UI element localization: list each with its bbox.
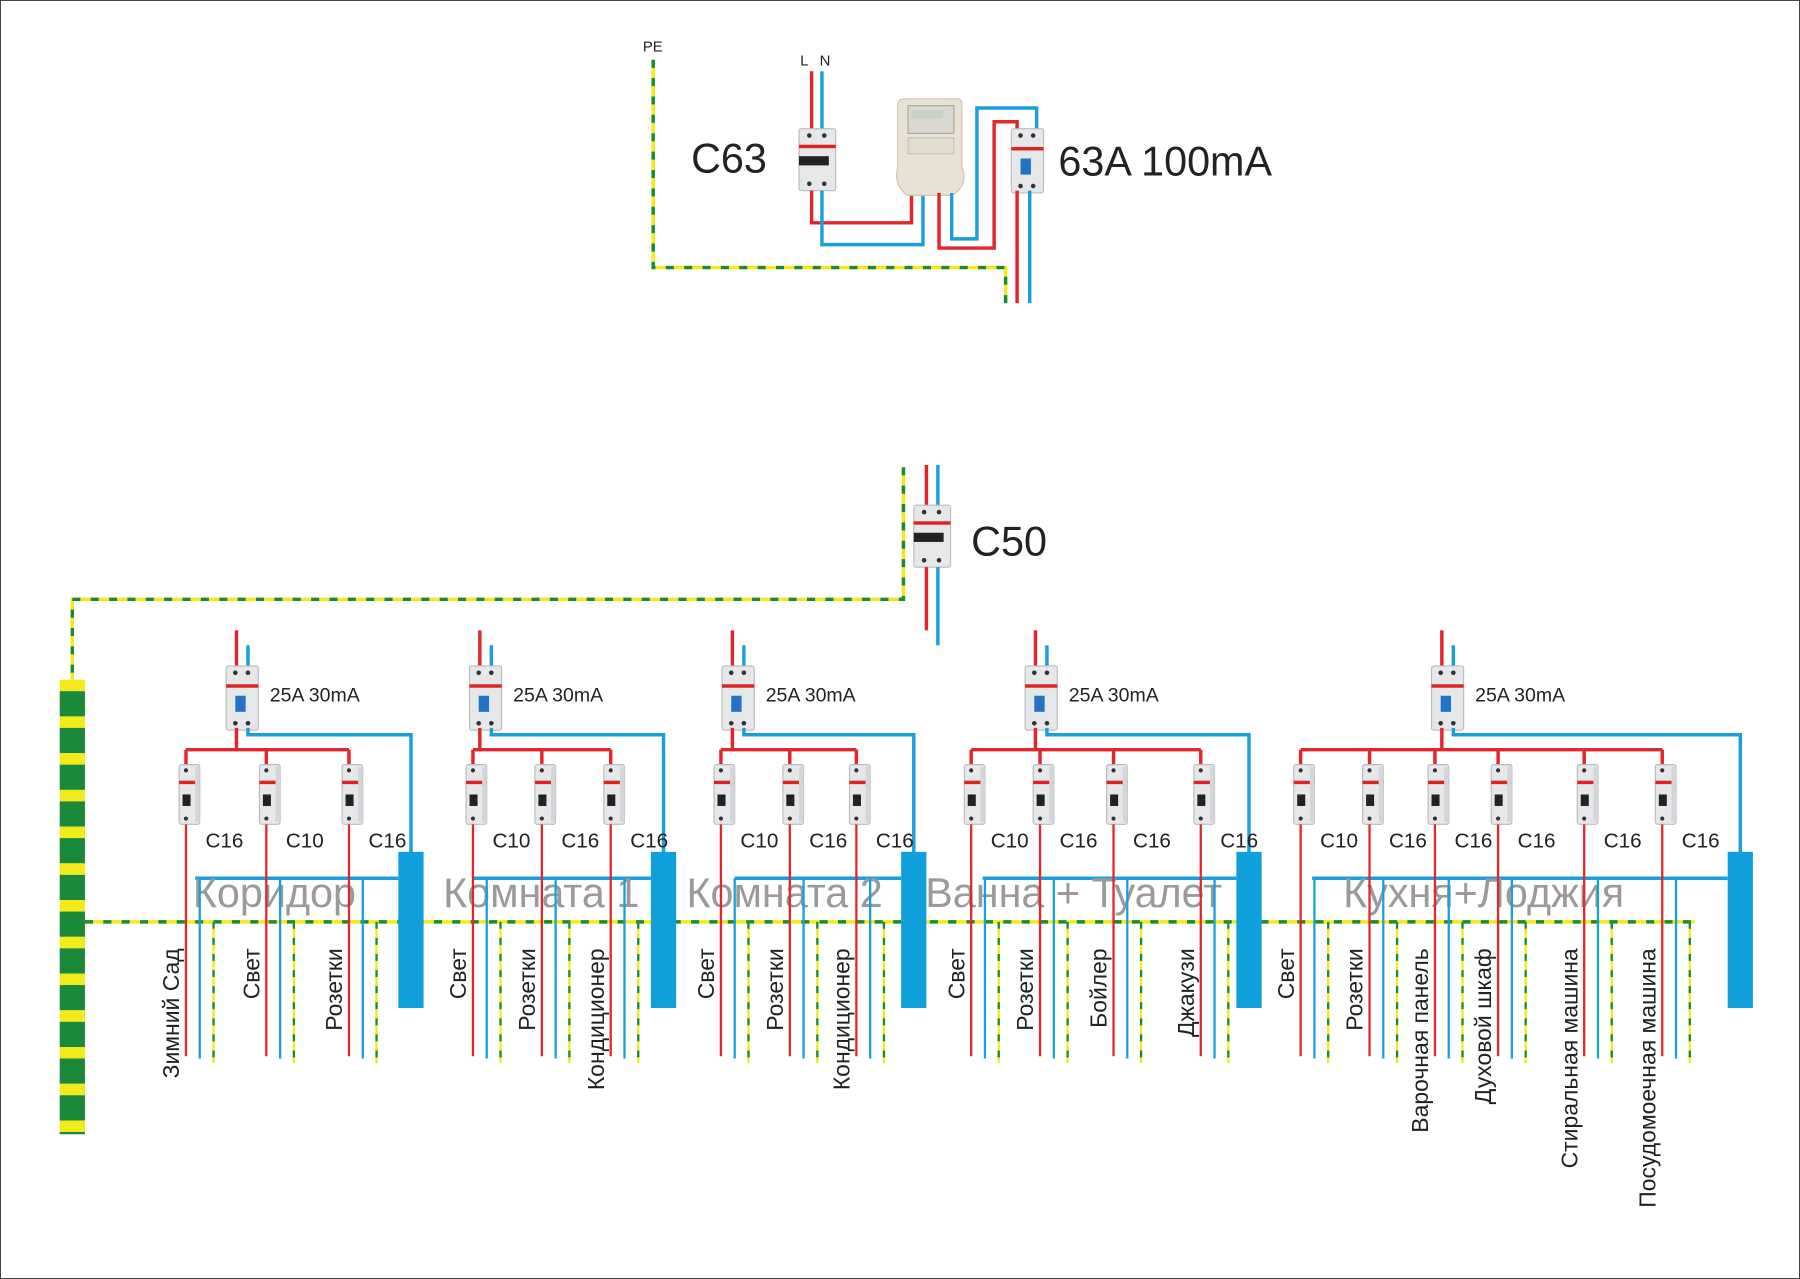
load-label: Кондиционер <box>583 948 609 1090</box>
load-label: Стиральная машина <box>1556 948 1582 1168</box>
load-label: Розетки <box>1012 948 1038 1030</box>
breaker-icon <box>1654 764 1677 825</box>
load-label: Свет <box>445 948 471 999</box>
breaker-icon <box>1427 764 1450 825</box>
rcd-label: 25A 30mA <box>270 684 360 706</box>
neutral-bus-bar <box>398 851 424 1008</box>
main-breaker-c63-label: C63 <box>691 135 767 181</box>
breaker-icon <box>534 764 557 825</box>
breaker-rating: C16 <box>809 829 847 852</box>
breaker-icon <box>1032 764 1055 825</box>
load-label: Бойлер <box>1086 948 1112 1028</box>
load-label: Розетки <box>321 948 347 1030</box>
service-entrance: PE L N C63 63A 100mA <box>643 39 1272 304</box>
breaker-rating: C16 <box>1389 829 1427 852</box>
load-label: Варочная панель <box>1407 948 1433 1132</box>
breaker-icon <box>603 764 626 825</box>
room-label: Ванна + Туалет <box>925 870 1222 916</box>
breaker-rating: C10 <box>991 829 1029 852</box>
breaker-rating: C16 <box>1604 829 1642 852</box>
breaker-rating: C16 <box>561 829 599 852</box>
breaker-rating: C16 <box>630 829 668 852</box>
main-rcd-icon <box>1010 128 1045 194</box>
load-label: Розетки <box>1342 948 1368 1030</box>
breaker-icon <box>713 764 736 825</box>
breaker-icon <box>1362 764 1384 825</box>
breaker-icon <box>848 764 871 825</box>
load-label: Свет <box>238 948 264 999</box>
breaker-rating: C10 <box>740 829 778 852</box>
rcd-icon <box>468 665 503 731</box>
n-label: N <box>820 53 831 70</box>
neutral-bus-bar <box>1727 851 1753 1008</box>
rcd-icon <box>1024 665 1058 731</box>
breaker-icon <box>1576 764 1599 825</box>
breaker-icon <box>782 764 805 825</box>
l-label: L <box>800 53 808 70</box>
breaker-rating: C16 <box>1060 829 1098 852</box>
breaker-icon <box>963 764 986 825</box>
breaker-rating: C10 <box>286 829 324 852</box>
breaker-icon <box>1106 764 1128 825</box>
load-label: Духовой шкаф <box>1470 948 1496 1104</box>
load-label: Посудомоечная машина <box>1634 948 1660 1208</box>
breaker-icon <box>178 764 201 825</box>
main-breaker-c50-label: C50 <box>971 519 1047 565</box>
load-label: Джакузи <box>1173 948 1199 1037</box>
load-label: Свет <box>1273 948 1299 999</box>
breaker-rating: C16 <box>1220 829 1258 852</box>
room-label: Кухня+Лоджия <box>1343 870 1624 916</box>
rcd-label: 25A 30mA <box>513 684 603 706</box>
breaker-rating: C16 <box>1133 829 1171 852</box>
rcd-label: 25A 30mA <box>1069 684 1159 706</box>
breaker-rating: C16 <box>205 829 243 852</box>
rcd-icon <box>1430 665 1465 731</box>
rcd-icon <box>225 665 259 731</box>
breaker-rating: C16 <box>368 829 406 852</box>
pe-wire-input <box>651 59 1008 304</box>
main-breaker-c63-icon <box>798 128 837 192</box>
breaker-rating: C16 <box>1518 829 1556 852</box>
breaker-icon <box>1490 764 1513 825</box>
breaker-icon <box>1193 764 1216 825</box>
pe-label: PE <box>643 39 663 56</box>
pe-ground-bus <box>59 679 85 1135</box>
main-breaker-c50-icon <box>913 504 952 568</box>
load-label: Розетки <box>762 948 788 1030</box>
neutral-bus-bar <box>901 851 927 1008</box>
pe-wire-panel <box>70 467 906 680</box>
neutral-bus-bar <box>650 851 677 1008</box>
rcd-label: 25A 30mA <box>1475 684 1565 706</box>
main-rcd-label: 63A 100mA <box>1058 139 1272 185</box>
room-label: Комната 2 <box>686 870 882 916</box>
load-label: Кондиционер <box>828 948 854 1090</box>
breaker-icon <box>258 764 281 825</box>
breaker-rating: C10 <box>492 829 530 852</box>
load-label: Свет <box>693 948 719 999</box>
breaker-rating: C16 <box>1682 829 1720 852</box>
breaker-rating: C16 <box>876 829 914 852</box>
neutral-bus-bar <box>1236 851 1262 1008</box>
room-label: Коридор <box>193 870 356 916</box>
load-label: Зимний Сад <box>158 948 184 1078</box>
breaker-rating: C10 <box>1320 829 1358 852</box>
load-label: Розетки <box>514 948 540 1030</box>
rcd-icon <box>721 665 755 731</box>
electricity-meter-icon <box>895 98 965 196</box>
breaker-rating: C16 <box>1454 829 1492 852</box>
rcd-label: 25A 30mA <box>766 684 856 706</box>
load-label: Свет <box>943 948 969 999</box>
breaker-icon <box>465 764 488 825</box>
breaker-icon <box>1293 764 1315 825</box>
breaker-icon <box>341 764 364 825</box>
